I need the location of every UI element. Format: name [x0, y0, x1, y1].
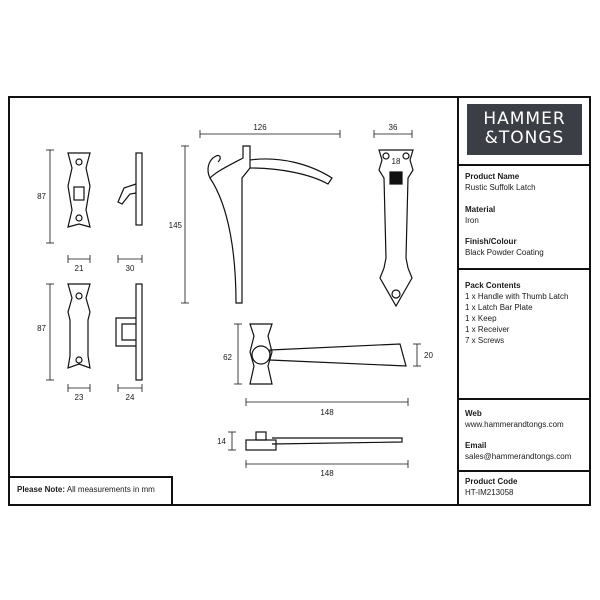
thumb-hole-top-right	[402, 152, 410, 160]
product-name-block: Product Name Rustic Suffolk Latch	[465, 171, 587, 193]
note-label: Please Note:	[17, 485, 66, 494]
logo-line-2: &TONGS	[484, 128, 565, 148]
pack-contents-label: Pack Contents	[465, 281, 521, 290]
technical-drawing-sheet: 126 145 36 18 87 21 30 87 23 24 62 20 14…	[8, 96, 591, 506]
web-block: Web www.hammerandtongs.com	[465, 408, 587, 430]
dim-keep-height: 87	[37, 192, 46, 201]
thumb-plate	[378, 149, 414, 308]
product-code-label: Product Code	[465, 477, 518, 486]
dimension-lines	[46, 130, 421, 468]
thumb-pad	[389, 171, 403, 185]
dim-receiver-height: 87	[37, 324, 46, 333]
receiver-side-loop	[115, 317, 136, 347]
product-name-label: Product Name	[465, 172, 520, 181]
handle-top-scroll	[207, 154, 221, 179]
keep-side-hook	[117, 183, 137, 205]
latch-bar-pivot	[251, 345, 271, 365]
email-block: Email sales@hammerandtongs.com	[465, 440, 587, 462]
latch-bar-side-arm	[271, 437, 403, 445]
latch-bar-plate	[249, 323, 273, 385]
logo-line-1: HAMMER	[483, 109, 566, 129]
measurement-note: Please Note: All measurements in mm	[10, 476, 173, 504]
dim-bar-side-length: 148	[320, 469, 334, 478]
keep-front	[67, 152, 91, 228]
receiver-side-plate	[135, 283, 143, 381]
receiver-hole-top	[75, 292, 83, 300]
dim-handle-height: 145	[169, 221, 183, 230]
web-link[interactable]: www.hammerandtongs.com	[465, 420, 564, 429]
dim-handle-width: 126	[253, 123, 267, 132]
dim-thumb-pad: 18	[392, 157, 401, 166]
finish-block: Finish/Colour Black Powder Coating	[465, 236, 587, 258]
divider	[459, 268, 589, 270]
material-value: Iron	[465, 216, 479, 225]
keep-slot	[73, 186, 85, 201]
keep-screw-hole-top	[75, 158, 83, 166]
dim-thumb-width: 36	[389, 123, 398, 132]
email-link[interactable]: sales@hammerandtongs.com	[465, 452, 572, 461]
product-code-block: Product Code HT-IM213058	[465, 476, 587, 498]
keep-screw-hole-bottom	[75, 214, 83, 222]
email-label: Email	[465, 441, 487, 450]
receiver-hole-bottom	[75, 356, 83, 364]
pack-item: 1 x Keep	[465, 314, 497, 323]
keep-side-plate	[135, 152, 143, 226]
dim-receiver-depth: 24	[126, 393, 135, 402]
dim-bar-height: 62	[223, 353, 232, 362]
product-code-value: HT-IM213058	[465, 488, 514, 497]
brand-logo: HAMMER &TONGS	[467, 104, 582, 155]
receiver-front	[67, 283, 91, 369]
dimension-labels: 126 145 36 18 87 21 30 87 23 24 62 20 14…	[37, 123, 433, 478]
pack-contents-block: Pack Contents 1 x Handle with Thumb Latc…	[465, 280, 587, 346]
dim-bar-end: 20	[424, 351, 433, 360]
pack-item: 7 x Screws	[465, 336, 505, 345]
latch-bar-side-base	[245, 439, 277, 451]
thumb-hole-bottom	[391, 289, 401, 299]
info-panel: HAMMER &TONGS Product Name Rustic Suffol…	[457, 98, 589, 504]
thumb-hole-top	[382, 152, 390, 160]
material-block: Material Iron	[465, 204, 587, 226]
finish-label: Finish/Colour	[465, 237, 517, 246]
dim-receiver-width: 23	[75, 393, 84, 402]
handle-body	[209, 145, 251, 304]
finish-value: Black Powder Coating	[465, 248, 544, 257]
note-text: All measurements in mm	[66, 485, 155, 494]
pack-item: 1 x Handle with Thumb Latch	[465, 292, 569, 301]
pack-item: 1 x Latch Bar Plate	[465, 303, 533, 312]
product-name-value: Rustic Suffolk Latch	[465, 183, 536, 192]
latch-bar-side-cap	[255, 431, 267, 441]
divider	[459, 470, 589, 472]
pack-item: 1 x Receiver	[465, 325, 510, 334]
dim-bar-side-height: 14	[217, 437, 226, 446]
web-label: Web	[465, 409, 482, 418]
divider	[459, 398, 589, 400]
divider	[459, 164, 589, 166]
latch-bar-arm	[269, 343, 407, 367]
dim-bar-length: 148	[320, 408, 334, 417]
dim-keep-width: 21	[75, 264, 84, 273]
handle-thumb-arm	[249, 158, 333, 185]
material-label: Material	[465, 205, 496, 214]
product-drawing: 126 145 36 18 87 21 30 87 23 24 62 20 14…	[37, 123, 433, 478]
dim-keep-depth: 30	[126, 264, 135, 273]
